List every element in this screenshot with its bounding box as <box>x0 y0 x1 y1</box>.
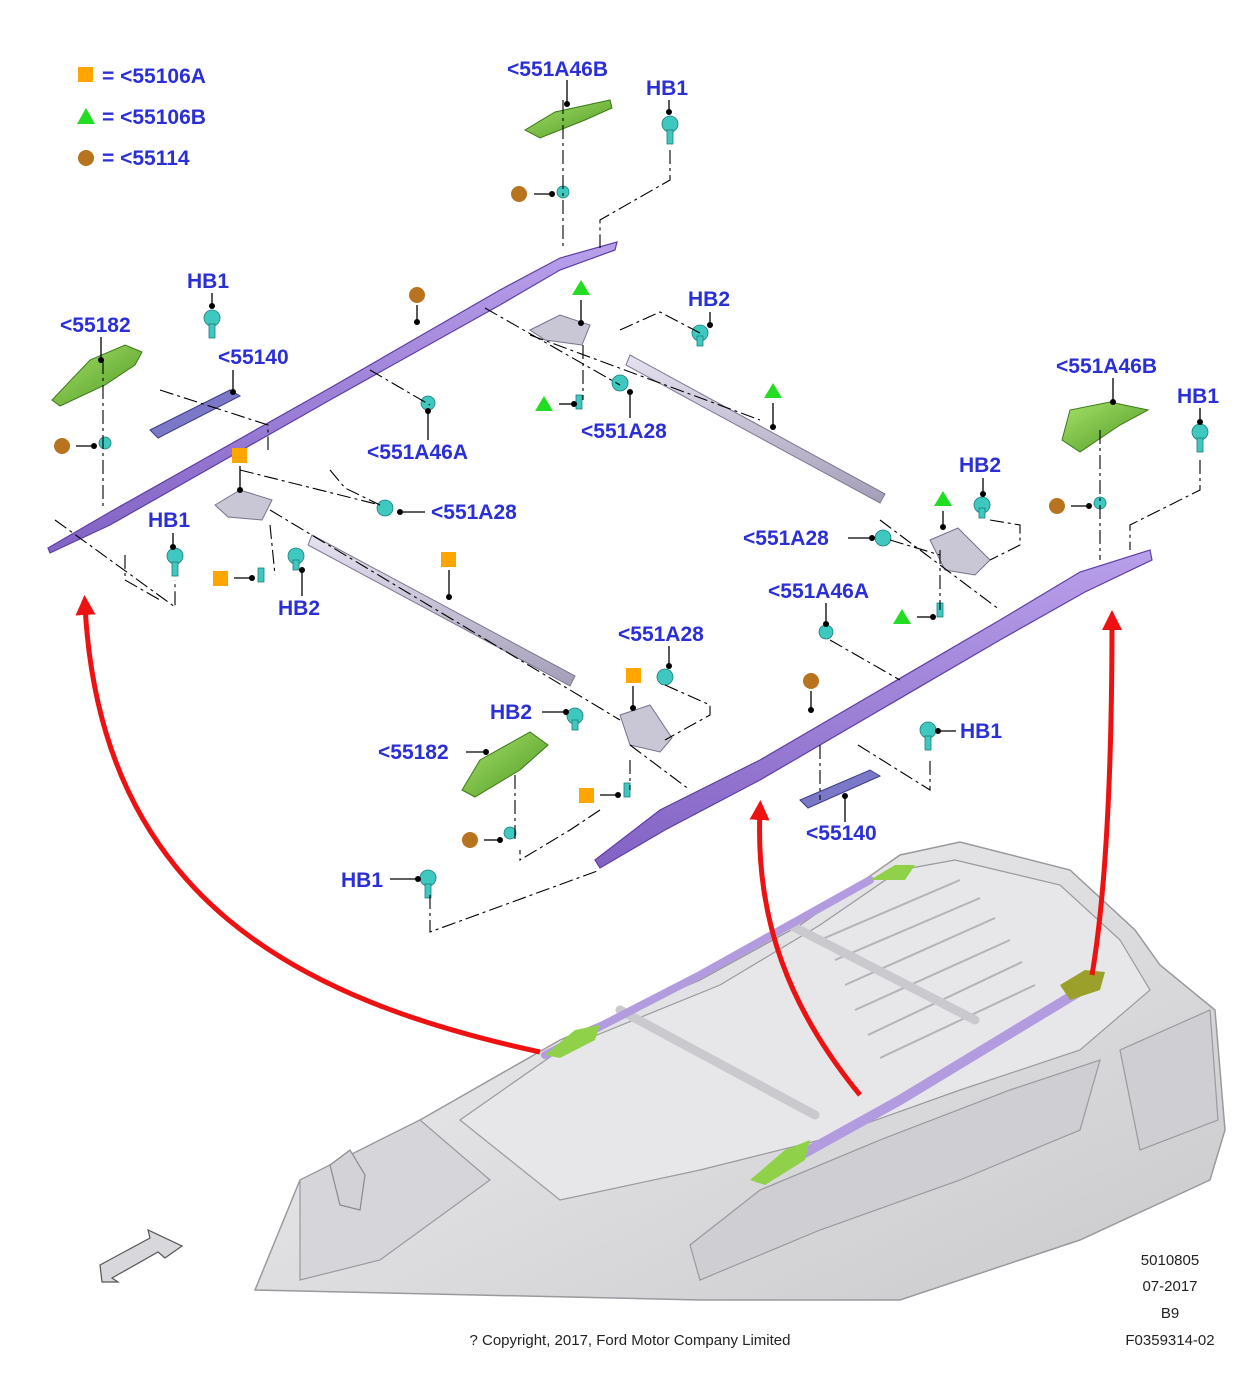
circle-marker <box>1049 498 1065 514</box>
figure-revision: B9 <box>1160 1305 1180 1322</box>
figure-date: 07-2017 <box>1142 1278 1198 1295</box>
part-label: <551A28 <box>743 527 829 550</box>
triangle-marker <box>535 396 553 411</box>
leader-lines <box>76 80 1203 882</box>
part-label: <551A28 <box>581 420 667 443</box>
roof-rail-right <box>594 549 1153 869</box>
triangle-marker <box>572 280 590 295</box>
part-label: HB1 <box>960 720 1002 743</box>
triangle-marker <box>893 609 911 624</box>
square-markers <box>213 448 641 803</box>
part-label: <551A46A <box>367 441 468 464</box>
copyright-notice: ? Copyright, 2017, Ford Motor Company Li… <box>469 1332 791 1349</box>
figure-id: F0359314-02 <box>1125 1332 1215 1349</box>
part-label: HB1 <box>646 77 688 100</box>
part-label: <551A46A <box>768 580 869 603</box>
square-marker <box>232 448 247 463</box>
part-label: HB1 <box>341 869 383 892</box>
cross-bar-front <box>307 534 576 687</box>
roof-rail-left <box>47 241 618 554</box>
part-label: <55140 <box>218 346 289 369</box>
square-marker <box>213 571 228 586</box>
part-label: HB2 <box>278 597 320 620</box>
legend-circle-marker <box>78 150 94 166</box>
square-marker <box>579 788 594 803</box>
circle-markers <box>54 186 1065 848</box>
square-marker <box>626 668 641 683</box>
triangle-marker <box>934 491 952 506</box>
assembly-lines <box>54 100 1201 933</box>
part-label: <551A46B <box>1056 355 1157 378</box>
part-label: HB2 <box>490 701 532 724</box>
circle-marker <box>462 832 478 848</box>
legend-square-marker <box>78 67 93 82</box>
figure-number: 5010805 <box>1140 1252 1200 1269</box>
part-label: HB2 <box>959 454 1001 477</box>
legend-entry-55114: = <55114 <box>102 147 190 170</box>
part-label: HB1 <box>148 509 190 532</box>
triangle-markers <box>535 280 952 624</box>
part-label: <55182 <box>378 741 449 764</box>
legend-triangle-marker <box>77 108 95 124</box>
front-direction-arrow <box>99 1228 184 1283</box>
triangle-marker <box>764 383 782 398</box>
circle-marker <box>54 438 70 454</box>
circle-marker <box>803 673 819 689</box>
circle-marker <box>409 287 425 303</box>
square-marker <box>441 552 456 567</box>
legend-entry-55106b: = <55106B <box>102 106 206 129</box>
part-label: <55140 <box>806 822 877 845</box>
part-label: <551A46B <box>507 58 608 81</box>
cross-bar-brackets <box>214 314 991 753</box>
legend-entry-55106a: = <55106A <box>102 65 206 88</box>
part-label: <55182 <box>60 314 131 337</box>
part-label: <551A28 <box>431 501 517 524</box>
cross-bar-rear <box>625 354 886 504</box>
part-label: <551A28 <box>618 623 704 646</box>
circle-marker <box>511 186 527 202</box>
part-labels: <551A46B HB1 HB1 <55182 <55140 HB2 <551A… <box>60 58 1219 892</box>
legend: = <55106A = <55106B = <55114 <box>77 65 206 170</box>
end-caps <box>51 99 1150 798</box>
location-arrows <box>75 595 1122 1097</box>
part-label: HB1 <box>1177 385 1219 408</box>
part-label: HB2 <box>688 288 730 311</box>
vehicle-body <box>253 841 1226 1301</box>
part-label: HB1 <box>187 270 229 293</box>
